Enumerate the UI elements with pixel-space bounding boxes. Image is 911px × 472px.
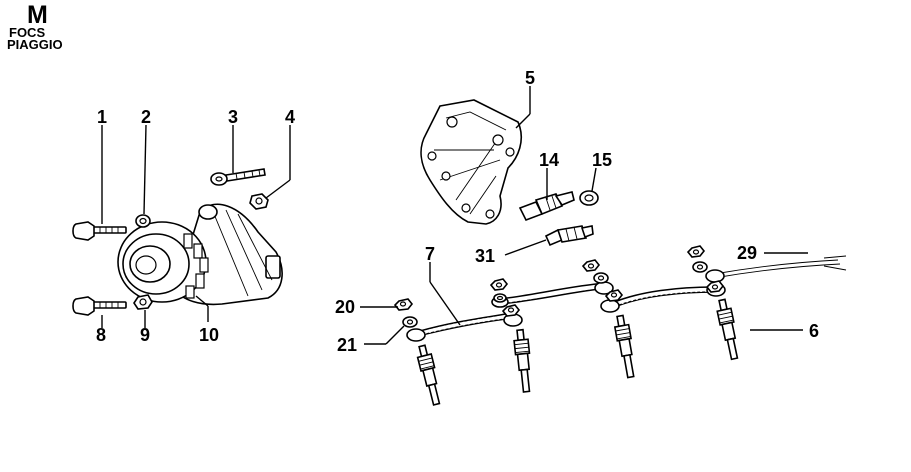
catalog-section-code: M [27,1,48,29]
washer-drawing [133,294,153,310]
leader-lines [101,86,808,345]
wiring-nuts-drawing [393,245,725,328]
callout-4: 4 [285,107,295,127]
glow-plug-wiring-drawing [406,255,847,342]
washer-drawing [135,214,151,228]
callout-8: 8 [96,325,106,345]
callout-31: 31 [475,246,495,266]
nut-drawing [249,193,269,210]
alternator-bracket-drawing [420,99,523,225]
sender-unit-drawing [544,225,594,247]
catalog-header-line-1: FOCS [9,25,46,40]
callout-labels: 1 2 3 4 5 6 7 8 9 10 14 15 20 21 29 31 [96,68,819,355]
glow-plugs-drawing [416,298,739,406]
callout-3: 3 [228,107,238,127]
callout-29: 29 [737,243,757,263]
stud-bolt-drawing [210,168,266,186]
callout-5: 5 [525,68,535,88]
callout-6: 6 [809,321,819,341]
bolt-drawing [72,296,127,316]
callout-7: 7 [425,244,435,264]
callout-15: 15 [592,150,612,170]
callout-20: 20 [335,297,355,317]
seal-ring-drawing [579,190,599,206]
callout-21: 21 [337,335,357,355]
callout-14: 14 [539,150,559,170]
callout-9: 9 [140,325,150,345]
sensor-drawing [518,191,575,222]
bolt-drawing [72,221,127,241]
alternator-drawing [117,203,283,306]
callout-10: 10 [199,325,219,345]
callout-2: 2 [141,107,151,127]
callout-1: 1 [97,107,107,127]
catalog-header-line-2: PIAGGIO [7,37,63,52]
